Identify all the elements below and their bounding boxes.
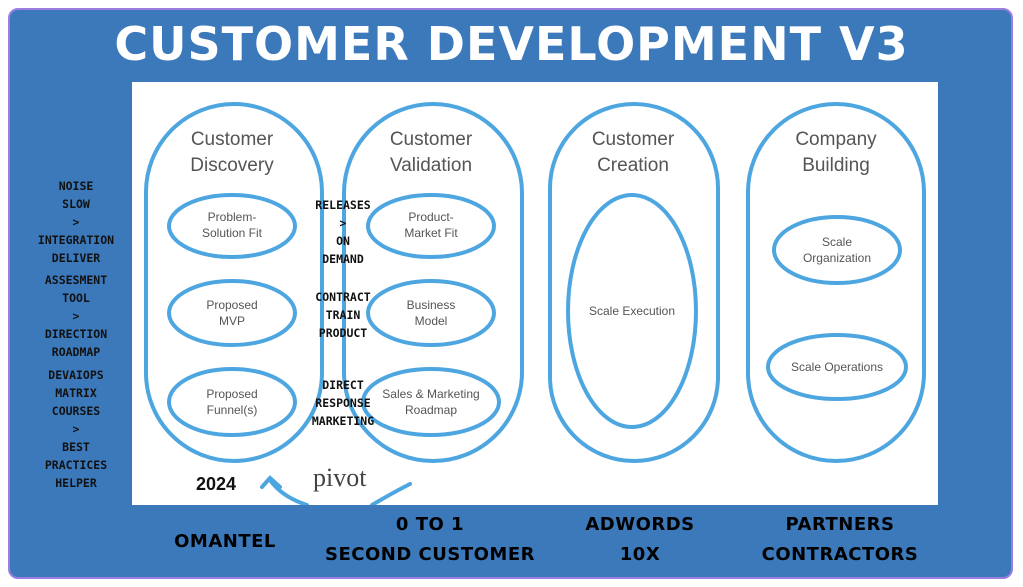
node-business-model (366, 279, 496, 347)
stage-title-creation-2: Creation (597, 155, 669, 176)
label-product-market-2: Market Fit (404, 226, 458, 240)
bottom-label-omantel: OMANTEL (174, 531, 276, 552)
side-note-devaiops: DEVAIOPS MATRIX COURSES > BEST PRACTICES… (44, 368, 108, 490)
pivot-arrow (268, 478, 309, 507)
label-problem-solution-2: Solution Fit (202, 226, 263, 240)
bottom-label-partners: PARTNERS CONTRACTORS (761, 514, 919, 565)
stage-title-discovery-1: Customer (191, 129, 274, 150)
node-sales-marketing (361, 367, 501, 437)
label-product-market-1: Product- (408, 210, 453, 224)
stage-title-building-1: Company (795, 129, 877, 150)
node-scale-org (772, 215, 902, 285)
stage-title-building-2: Building (802, 155, 870, 176)
note-contract: CONTRACT TRAIN PRODUCT (315, 290, 371, 340)
stage-loop-discovery (144, 102, 324, 463)
label-proposed-funnel-2: Funnel(s) (207, 403, 258, 417)
stage-title-discovery-2: Discovery (190, 155, 274, 176)
node-product-market (366, 193, 496, 259)
customer-development-diagram: Customer Discovery Customer Validation C… (144, 102, 926, 507)
diagram-panel: Customer Discovery Customer Validation C… (132, 82, 938, 507)
label-proposed-funnel-1: Proposed (206, 387, 257, 401)
node-scale-execution (566, 193, 698, 429)
pivot-tail (370, 482, 412, 507)
stage-title-validation-2: Validation (390, 155, 472, 176)
node-problem-solution (167, 193, 297, 259)
stage-loop-validation (342, 102, 524, 463)
label-business-model-1: Business (407, 298, 456, 312)
label-proposed-mvp-1: Proposed (206, 298, 257, 312)
stage-title-creation-1: Customer (592, 129, 675, 150)
node-proposed-funnel (167, 367, 297, 437)
node-scale-ops (766, 333, 908, 401)
label-scale-org-1: Scale (822, 235, 852, 249)
bottom-label-zero-to-one: 0 TO 1 SECOND CUSTOMER (325, 514, 535, 565)
year-label: 2024 (196, 474, 237, 494)
label-business-model-2: Model (415, 314, 448, 328)
label-sales-marketing-2: Roadmap (405, 403, 457, 417)
label-scale-execution: Scale Execution (589, 304, 675, 318)
side-note-noise: NOISE SLOW > INTEGRATION DELIVER (37, 179, 115, 265)
side-note-assessment: ASSESMENT TOOL > DIRECTION ROADMAP (44, 273, 108, 359)
page-title: CUSTOMER DEVELOPMENT V3 (114, 17, 909, 71)
label-scale-ops: Scale Operations (791, 360, 883, 374)
pivot-arrowhead (260, 475, 282, 489)
label-proposed-mvp-2: MVP (219, 314, 245, 328)
label-problem-solution-1: Problem- (208, 210, 257, 224)
stage-title-validation-1: Customer (390, 129, 473, 150)
pivot-label: pivot (313, 463, 367, 492)
label-sales-marketing-1: Sales & Marketing (382, 387, 479, 401)
stage-loop-building (746, 102, 926, 463)
note-direct-response: DIRECT RESPONSE MARKETING (311, 378, 375, 428)
stage-loop-creation (548, 102, 720, 463)
bottom-label-adwords: ADWORDS 10X (585, 514, 695, 565)
label-scale-org-2: Organization (803, 251, 871, 265)
note-releases: RELEASES > ON DEMAND (315, 198, 371, 266)
node-proposed-mvp (167, 279, 297, 347)
